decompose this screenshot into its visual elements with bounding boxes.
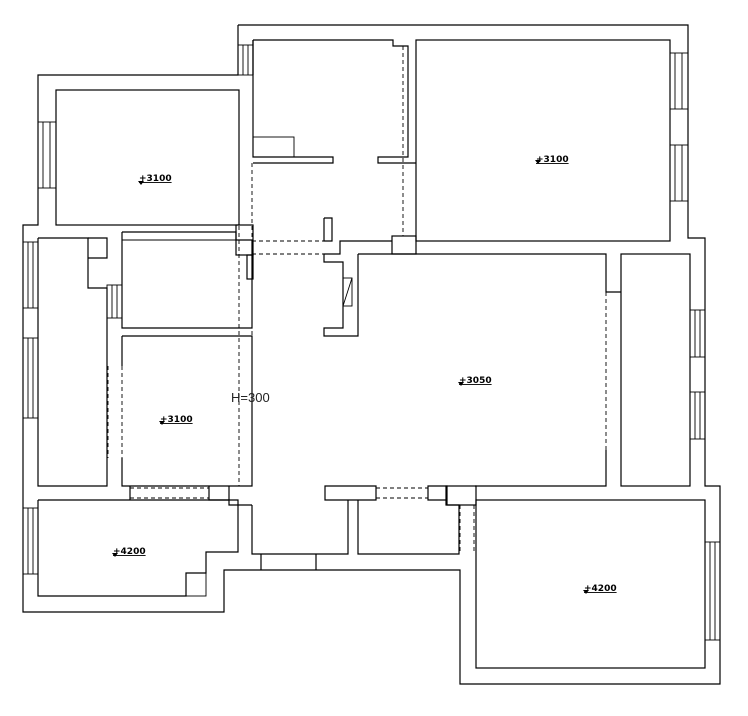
elevation-room-se: +4200 bbox=[583, 584, 617, 594]
svg-text:+3100: +3100 bbox=[536, 155, 569, 165]
corridor-south bbox=[129, 485, 460, 570]
elevation-living-room: +3050 bbox=[458, 376, 492, 386]
elevation-bedroom-ne: +3100 bbox=[535, 155, 569, 165]
room-storage bbox=[121, 231, 253, 329]
room-bedroom-ne bbox=[415, 39, 671, 242]
svg-text:+4200: +4200 bbox=[113, 547, 146, 557]
svg-text:+3100: +3100 bbox=[160, 415, 193, 425]
svg-text:+3050: +3050 bbox=[459, 376, 492, 386]
height-note: H=300 bbox=[231, 390, 270, 405]
room-west bbox=[121, 335, 253, 487]
svg-text:+4200: +4200 bbox=[584, 584, 617, 594]
svg-text:+3100: +3100 bbox=[139, 174, 172, 184]
counter bbox=[252, 136, 295, 158]
room-bedroom-nw bbox=[55, 89, 240, 226]
room-living bbox=[323, 217, 621, 487]
columns bbox=[235, 224, 477, 506]
elevation-room-sw: +4200 bbox=[112, 547, 146, 557]
windows bbox=[22, 44, 721, 641]
room-east bbox=[620, 253, 691, 487]
room-west-strip bbox=[37, 237, 108, 487]
room-sw bbox=[37, 499, 239, 597]
elevation-bedroom-nw: +3100 bbox=[138, 174, 172, 185]
elevation-room-west: +3100 bbox=[159, 415, 193, 425]
dashed-openings bbox=[107, 46, 622, 554]
shaft bbox=[185, 572, 207, 597]
room-bath-north bbox=[252, 39, 416, 164]
